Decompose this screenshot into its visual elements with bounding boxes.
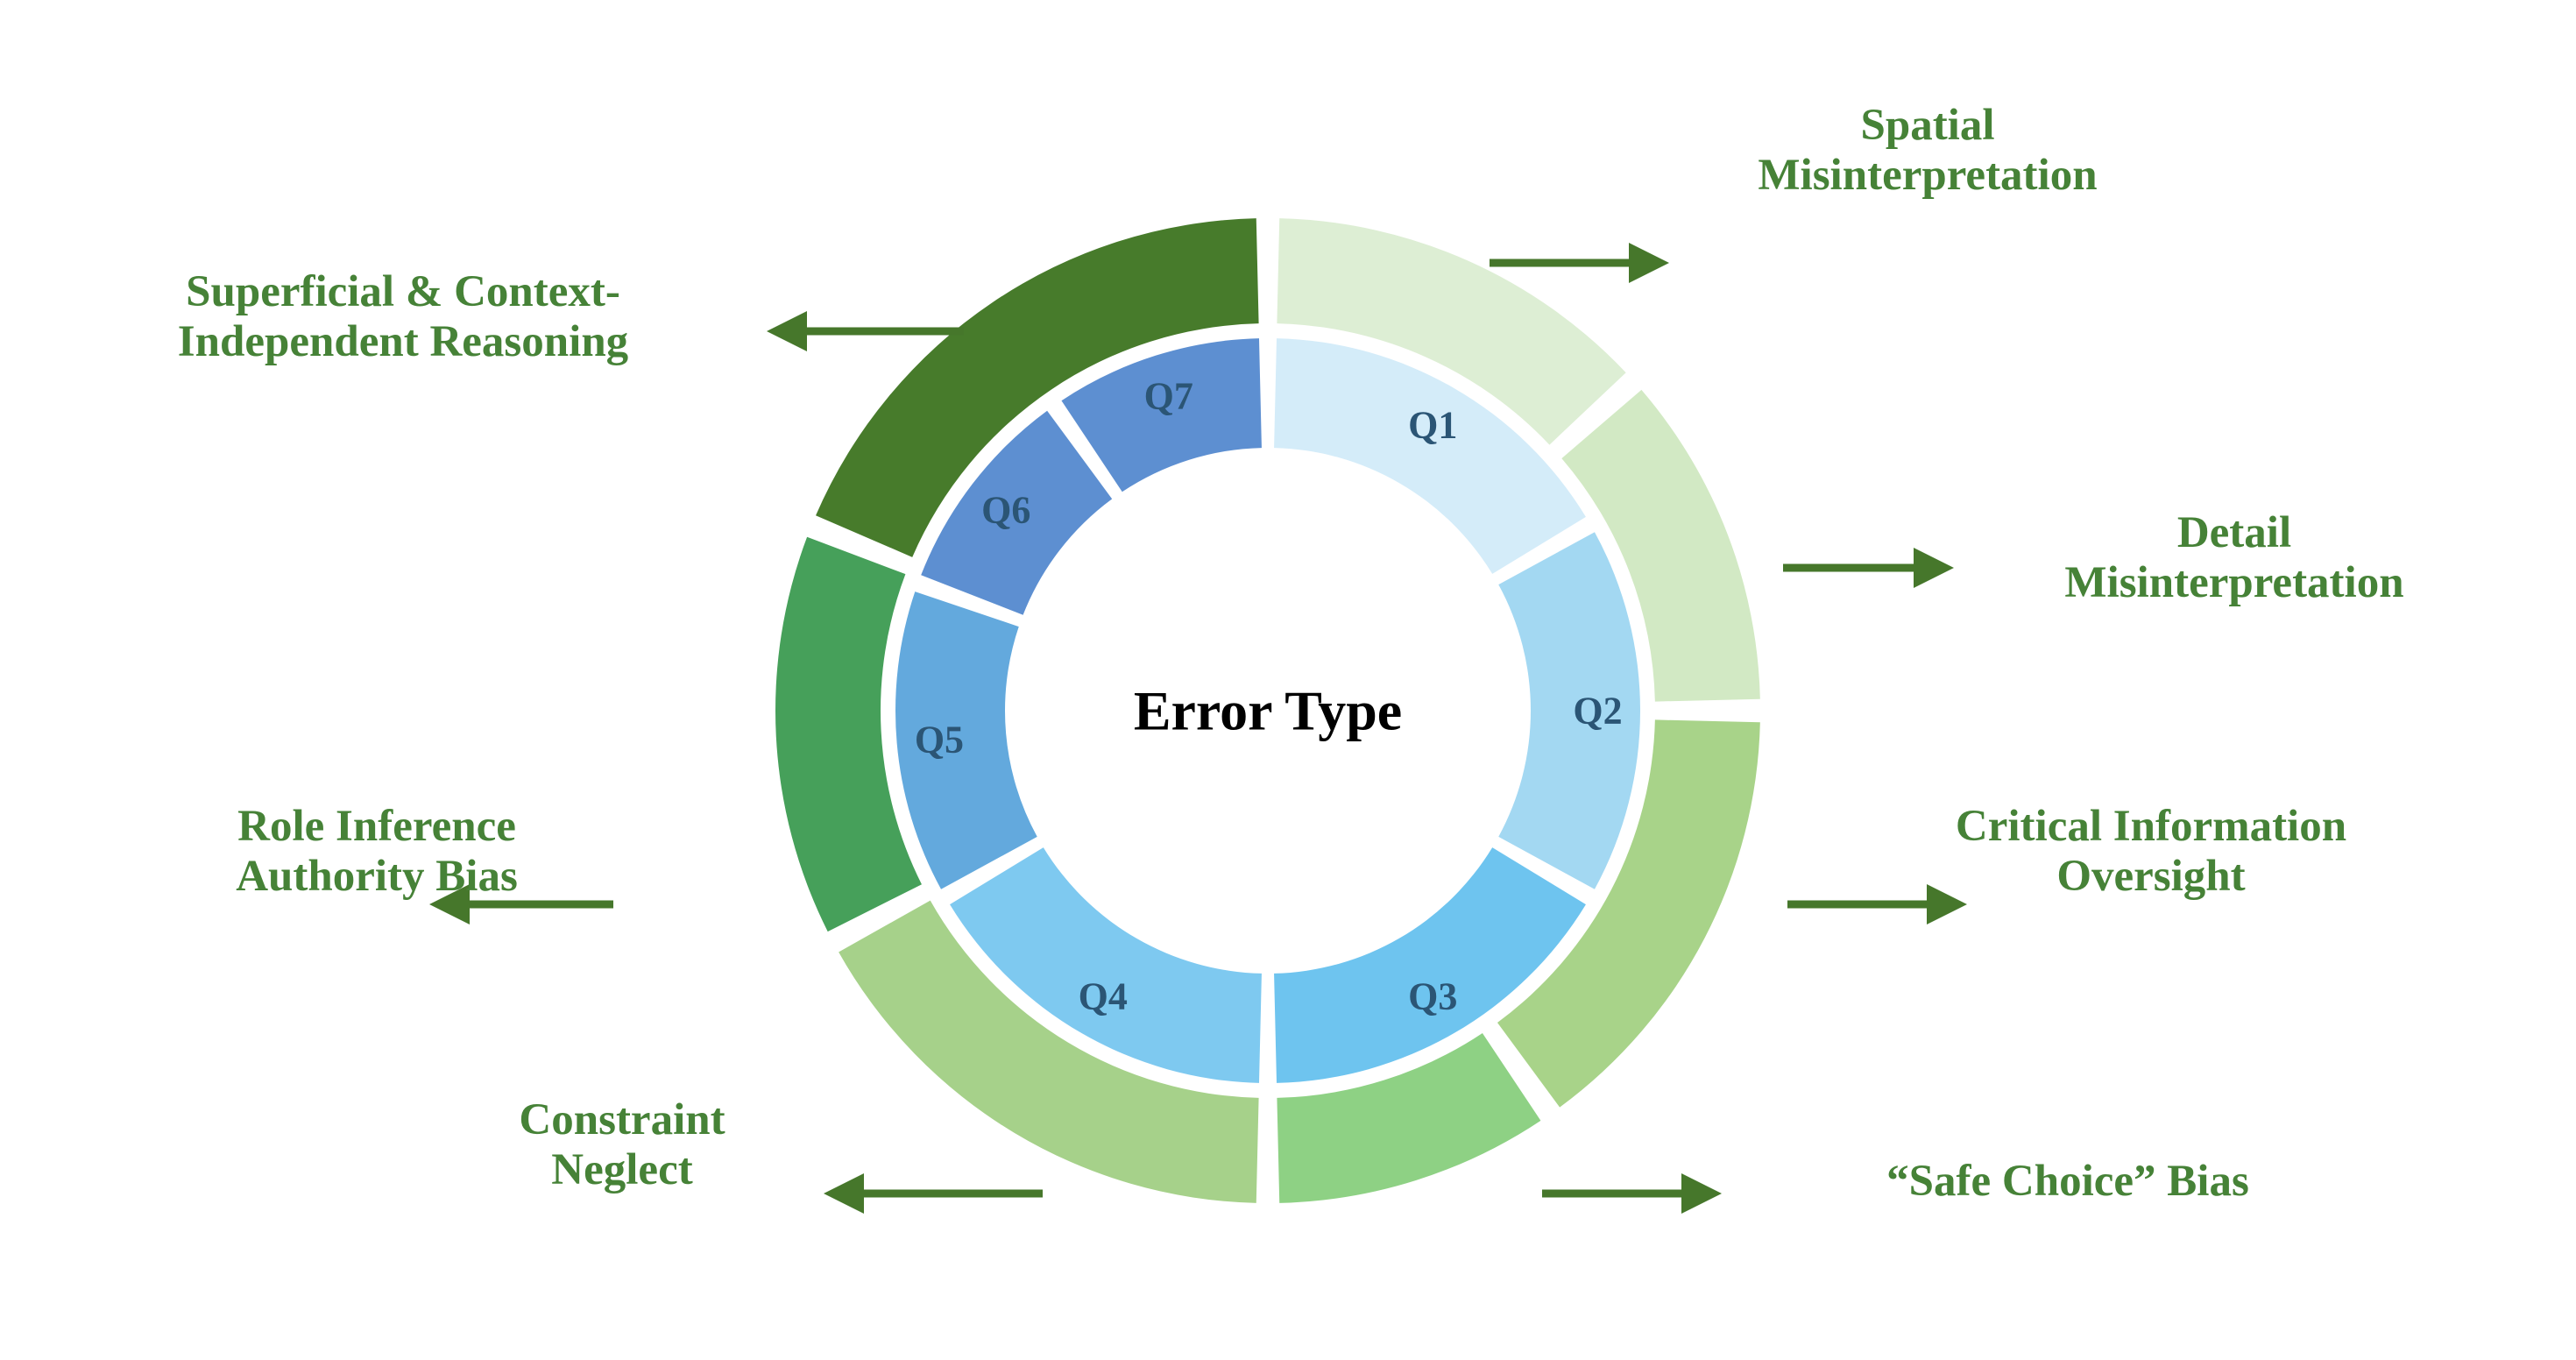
- inner-segment-label-q3: Q3: [1408, 975, 1457, 1018]
- outer-segment-e6[interactable]: [775, 536, 922, 932]
- inner-segment-q3[interactable]: [1274, 847, 1586, 1083]
- callout-safe-choice-bias: “Safe Choice” Bias: [1886, 1157, 2249, 1206]
- inner-segment-label-q4: Q4: [1079, 975, 1128, 1018]
- arrow-head: [1681, 1173, 1722, 1214]
- arrow-shaft: [864, 1189, 1043, 1198]
- arrow-constraint-neglect: [824, 1173, 1043, 1214]
- arrow-shaft: [1542, 1189, 1681, 1198]
- inner-segment-q4[interactable]: [950, 847, 1262, 1083]
- outer-segment-e2[interactable]: [1561, 389, 1760, 702]
- arrow-shaft: [1490, 259, 1629, 267]
- inner-segment-label-q7: Q7: [1144, 374, 1193, 417]
- arrow-head: [1927, 884, 1967, 924]
- arrow-shaft: [1787, 900, 1927, 909]
- arrow-role-inference-authority-bias: [429, 884, 613, 924]
- arrow-spatial-misinterpretation: [1490, 243, 1669, 283]
- outer-segment-e5[interactable]: [839, 900, 1259, 1203]
- inner-segment-q1[interactable]: [1274, 338, 1586, 574]
- outer-segment-e4[interactable]: [1277, 1032, 1541, 1203]
- outer-segment-e3[interactable]: [1497, 719, 1760, 1108]
- inner-segment-q5[interactable]: [895, 591, 1037, 889]
- inner-segment-q6[interactable]: [921, 410, 1113, 615]
- inner-segment-label-q6: Q6: [981, 488, 1030, 531]
- callout-detail-misinterpretation: Detail Misinterpretation: [2064, 508, 2404, 608]
- callout-arrows: [429, 243, 1967, 1214]
- arrow-safe-choice-bias: [1542, 1173, 1722, 1214]
- callout-spatial-misinterpretation: Spatial Misinterpretation: [1758, 101, 2098, 201]
- arrow-critical-information-oversight: [1787, 884, 1967, 924]
- arrow-head: [824, 1173, 864, 1214]
- outer-segment-e7[interactable]: [816, 218, 1259, 557]
- outer-ring: [775, 218, 1760, 1203]
- inner-segment-q7[interactable]: [1061, 338, 1262, 492]
- inner-segment-label-q5: Q5: [915, 718, 964, 761]
- arrow-shaft: [470, 900, 613, 909]
- callout-role-inference-authority-bias: Role Inference Authority Bias: [236, 802, 518, 902]
- arrow-shaft: [1783, 563, 1914, 572]
- outer-segment-e1[interactable]: [1277, 218, 1626, 445]
- center-label: Error Type: [1134, 680, 1402, 742]
- arrow-superficial-context-independent-reasoning: [767, 311, 964, 351]
- inner-segment-label-q2: Q2: [1573, 690, 1622, 733]
- arrow-head: [1914, 548, 1954, 588]
- arrow-detail-misinterpretation: [1783, 548, 1954, 588]
- callout-constraint-neglect: Constraint Neglect: [519, 1095, 725, 1195]
- callout-critical-information-oversight: Critical Information Oversight: [1955, 802, 2347, 902]
- inner-segment-q2[interactable]: [1498, 532, 1640, 889]
- arrow-head: [1629, 243, 1669, 283]
- arrow-head: [767, 311, 807, 351]
- inner-segment-label-q1: Q1: [1408, 403, 1457, 446]
- callout-superficial-context-independent-reasoning: Superficial & Context- Independent Reaso…: [177, 267, 629, 367]
- arrow-head: [429, 884, 470, 924]
- arrow-shaft: [807, 327, 964, 336]
- inner-ring: [895, 338, 1640, 1083]
